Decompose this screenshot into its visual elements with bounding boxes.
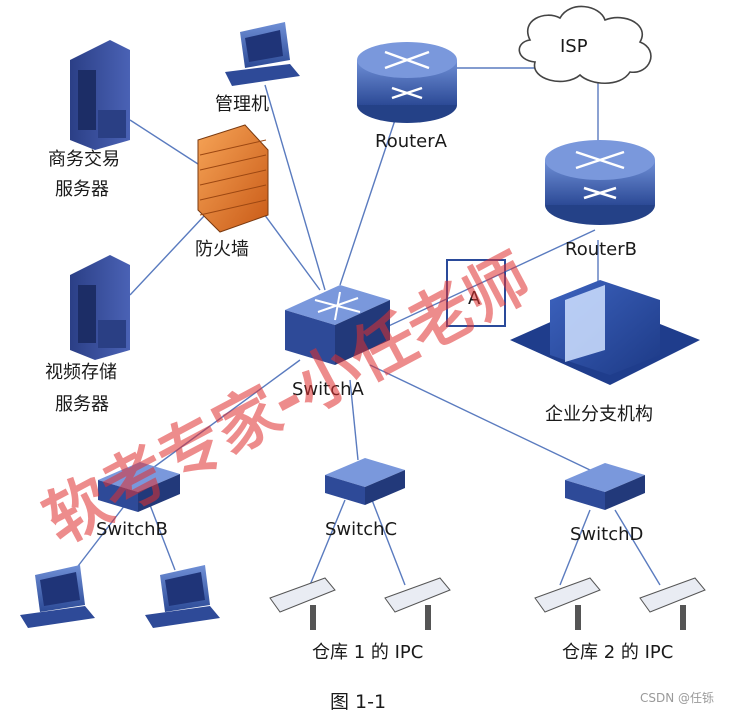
camera-icon-c2 [384, 577, 451, 630]
link-video-firewall [129, 214, 206, 296]
switch-c-icon [325, 458, 405, 505]
camera-icon-c1 [269, 577, 336, 630]
firewall-icon [197, 124, 269, 233]
link-switchb-pc2 [149, 504, 176, 571]
pc-icon-right [145, 565, 220, 628]
link-switchc-cam2 [371, 499, 406, 586]
link-management-switcha [264, 84, 326, 291]
switch-c-label: SwitchC [325, 519, 397, 540]
link-switchd-cam1 [559, 509, 591, 586]
commerce-server-label-1: 商务交易 [48, 149, 120, 170]
link-switchc-cam1 [309, 499, 346, 586]
firewall-label: 防火墙 [195, 239, 249, 260]
management-pc-icon [225, 22, 300, 86]
warehouse1-label: 仓库 1 的 IPC [312, 642, 423, 663]
warehouse2-label: 仓库 2 的 IPC [562, 642, 673, 663]
management-pc-label: 管理机 [215, 94, 269, 115]
isp-cloud-icon [518, 5, 652, 85]
branch-label: 企业分支机构 [545, 404, 653, 425]
branch-building-icon [510, 280, 700, 385]
switch-b-label: SwitchB [96, 519, 168, 540]
switch-a-icon [285, 285, 390, 365]
link-routerb-switcha [379, 229, 596, 331]
link-switcha-switchb [149, 359, 301, 471]
switch-a-label: SwitchA [292, 379, 365, 400]
router-a-label: RouterA [375, 131, 448, 152]
video-server-label-2: 服务器 [55, 394, 109, 415]
camera-icon-d1 [534, 577, 601, 630]
link-routera-switcha [339, 119, 396, 286]
switch-d-icon [565, 463, 645, 510]
link-switcha-switchc [349, 379, 359, 461]
router-b-label: RouterB [565, 239, 637, 260]
video-server-label-1: 视频存储 [45, 362, 117, 383]
figure-caption: 图 1-1 [330, 691, 386, 713]
switch-b-icon [98, 462, 180, 512]
link-switchd-cam2 [614, 509, 661, 586]
router-a-icon [357, 42, 457, 123]
box-a [446, 259, 506, 327]
link-switchb-pc1 [74, 504, 126, 571]
links [74, 67, 661, 586]
box-a-label: A [468, 288, 481, 309]
switch-d-label: SwitchD [570, 524, 643, 545]
router-b-icon [545, 140, 655, 225]
camera-icon-d2 [639, 577, 706, 630]
commerce-server-icon [70, 40, 130, 150]
source-mark: CSDN @任铄 [640, 690, 714, 705]
commerce-server-label-2: 服务器 [55, 179, 109, 200]
pc-icon-left [20, 565, 95, 628]
video-server-icon [70, 255, 130, 360]
isp-label: ISP [560, 36, 588, 57]
link-switcha-switchd [369, 364, 591, 471]
